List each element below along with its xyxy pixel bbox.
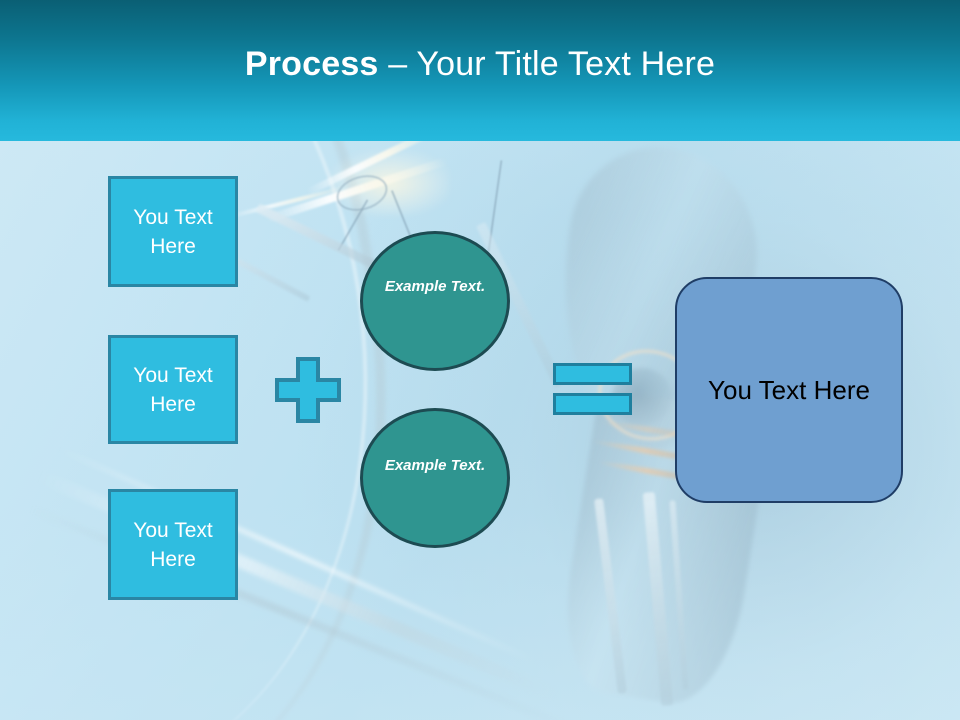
result-box-label: You Text Here <box>708 374 870 405</box>
text-box-2[interactable]: You Text Here <box>108 335 238 444</box>
circle-2-label: Example Text. <box>384 457 486 474</box>
text-box-2-label: You Text Here <box>133 363 213 416</box>
result-box[interactable]: You Text Here <box>675 277 903 503</box>
text-box-1-label: You Text Here <box>133 205 213 258</box>
page-title: Process – Your Title Text Here <box>245 47 715 95</box>
equals-icon <box>551 360 635 418</box>
slide-header: Process – Your Title Text Here <box>0 0 960 141</box>
text-box-3[interactable]: You Text Here <box>108 489 238 600</box>
circle-1-label: Example Text. <box>384 278 486 295</box>
page-title-light: – Your Title Text Here <box>378 44 716 83</box>
page-title-strong: Process <box>244 44 379 83</box>
circle-1[interactable]: Example Text. <box>360 231 510 371</box>
circle-2[interactable]: Example Text. <box>360 408 510 548</box>
equals-bar-bottom <box>553 393 632 415</box>
plus-icon <box>274 356 342 424</box>
text-box-1[interactable]: You Text Here <box>108 176 238 287</box>
text-box-3-label: You Text Here <box>133 518 213 571</box>
equals-bar-top <box>553 363 632 385</box>
